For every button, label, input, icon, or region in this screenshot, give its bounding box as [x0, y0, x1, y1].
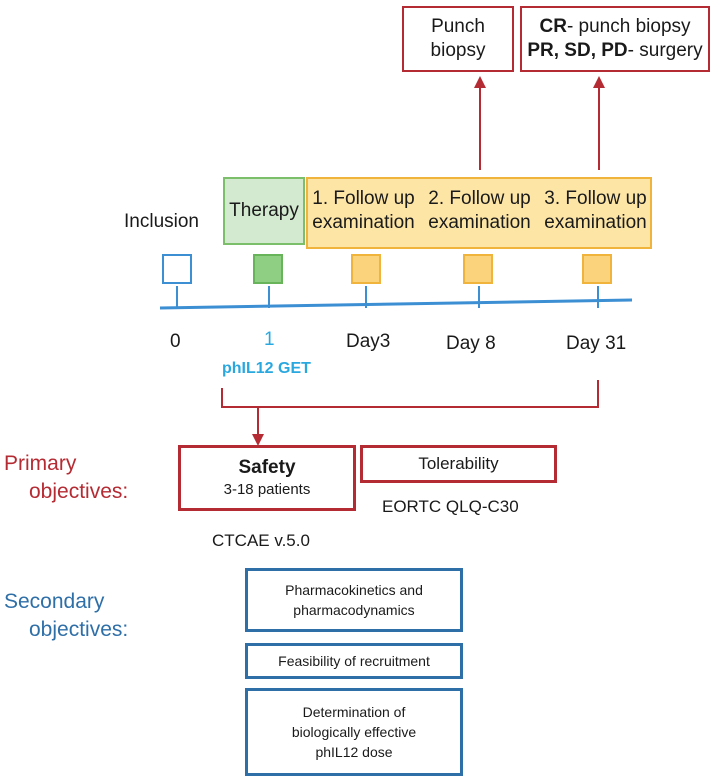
followup-1: 1. Follow up examination	[306, 179, 421, 243]
outcome-line2: PR, SD, PD- surgery	[527, 39, 702, 63]
tick-day31	[597, 286, 599, 308]
followup-3-line1: 3. Follow up	[544, 188, 647, 209]
followup-1-line1: 1. Follow up	[312, 188, 415, 209]
tick-1	[268, 286, 270, 308]
followup-1-line2: examination	[312, 212, 415, 233]
safety-title: Safety	[238, 457, 296, 478]
timeline-axis	[159, 298, 633, 310]
feasibility-box: Feasibility of recruitment	[245, 643, 463, 679]
followup-2-line2: examination	[428, 212, 531, 233]
safety-sub: 3-18 patients	[223, 481, 311, 498]
punch-biopsy-line1: Punch	[431, 16, 485, 37]
followup-2-marker	[463, 254, 493, 284]
eortc-label: EORTC QLQ-C30	[382, 497, 519, 516]
secondary-label-line1: Secondary	[4, 590, 105, 613]
followup-1-marker	[351, 254, 381, 284]
pk-line1: Pharmacokinetics and	[285, 582, 423, 598]
tick-label-0: 0	[170, 331, 181, 352]
followup-2: 2. Follow up examination	[422, 179, 537, 243]
tick-day3	[365, 286, 367, 308]
therapy-label: Therapy	[229, 200, 299, 221]
outcome-pr-sd-pd: PR, SD, PD	[527, 40, 628, 61]
tolerability-box: Tolerability	[360, 445, 557, 483]
get-label: phIL12 GET	[222, 360, 311, 377]
punch-biopsy-line2: biopsy	[430, 40, 486, 61]
inclusion-label: Inclusion	[124, 211, 199, 232]
tick-label-1: 1	[264, 329, 275, 350]
tick-label-day3: Day3	[346, 331, 391, 352]
dose-determination-box: Determination of biologically effective …	[245, 688, 463, 776]
tolerability-label: Tolerability	[418, 454, 499, 473]
therapy-marker	[253, 254, 283, 284]
tick-label-day8: Day 8	[446, 333, 496, 354]
followup-3-marker	[582, 254, 612, 284]
therapy-box: Therapy	[223, 177, 305, 245]
primary-label-line2: objectives:	[29, 480, 129, 503]
feasibility-label: Feasibility of recruitment	[278, 653, 430, 669]
tick-day8	[478, 286, 480, 308]
secondary-objectives-label: Secondary objectives:	[4, 588, 128, 644]
primary-bracket	[221, 380, 599, 408]
punch-biopsy-box: Punch biopsy	[402, 6, 514, 72]
followup-3-line2: examination	[544, 212, 647, 233]
dose-line2: biologically effective	[291, 724, 417, 740]
primary-objectives-label: Primary objectives:	[4, 450, 128, 506]
ctcae-label: CTCAE v.5.0	[212, 531, 310, 550]
tick-0	[176, 286, 178, 308]
primary-label-line1: Primary	[4, 452, 77, 475]
outcome-line1: CR- punch biopsy	[539, 15, 690, 39]
dose-line1: Determination of	[302, 704, 406, 720]
secondary-label-line2: objectives:	[29, 618, 129, 641]
outcome-cr: CR	[539, 16, 567, 37]
tick-label-day31: Day 31	[566, 333, 627, 354]
inclusion-marker	[162, 254, 192, 284]
followup-3: 3. Follow up examination	[538, 179, 653, 243]
dose-line3: phIL12 dose	[315, 744, 393, 760]
safety-box: Safety 3-18 patients	[178, 445, 356, 511]
outcome-cr-rest: - punch biopsy	[566, 16, 691, 37]
outcome-pr-rest: - surgery	[627, 40, 703, 61]
followup-container	[306, 177, 652, 249]
pk-line2: pharmacodynamics	[293, 602, 415, 618]
followup-2-line1: 2. Follow up	[428, 188, 531, 209]
outcome-box: CR- punch biopsy PR, SD, PD- surgery	[520, 6, 710, 72]
pharmacokinetics-box: Pharmacokinetics and pharmacodynamics	[245, 568, 463, 632]
